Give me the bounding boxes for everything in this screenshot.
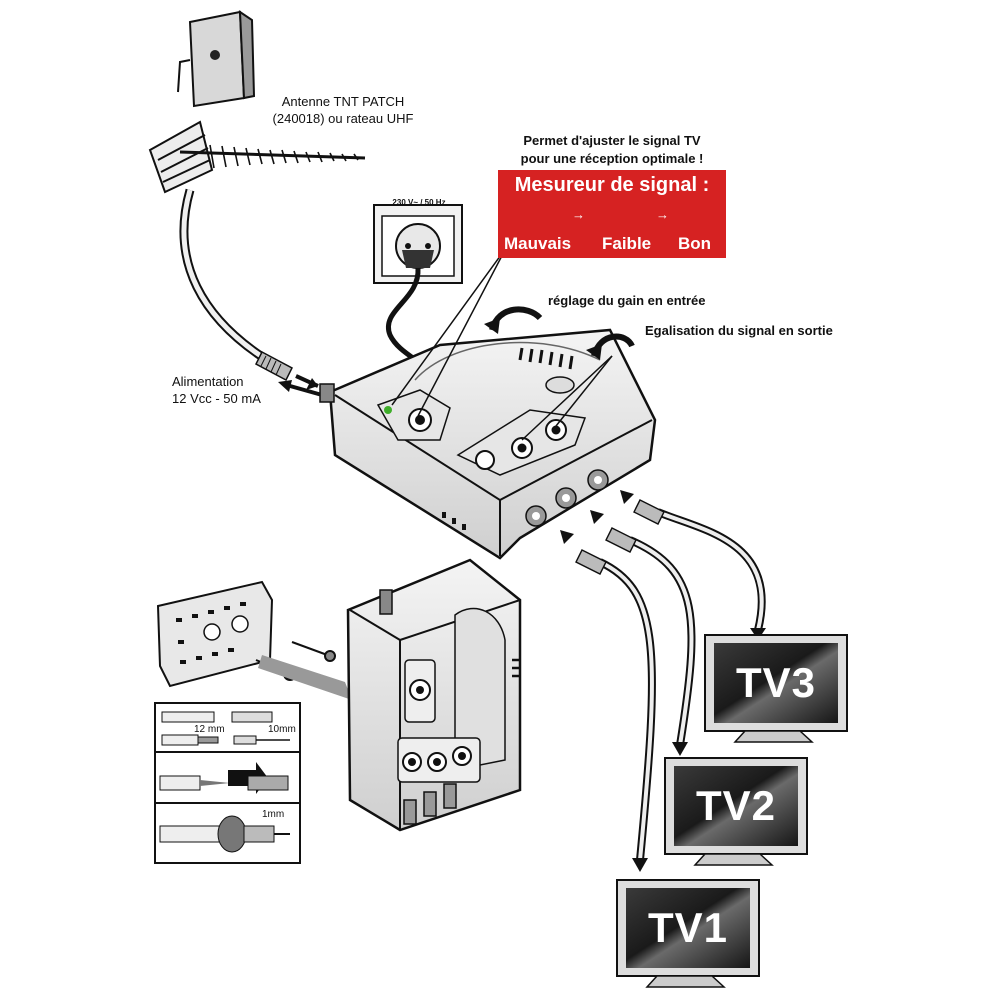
tv1-set bbox=[616, 879, 760, 988]
wall-bracket bbox=[156, 580, 274, 688]
arrow-1-icon: → bbox=[572, 207, 585, 222]
socket-label: 230 V~ / 50 Hz bbox=[392, 198, 446, 207]
tv3-label: TV3 bbox=[736, 659, 817, 706]
antenna-cable bbox=[179, 188, 278, 369]
status-led bbox=[384, 406, 392, 414]
arrow-2-icon: → bbox=[656, 207, 669, 222]
meter-heading-line2: pour une réception optimale ! bbox=[520, 151, 704, 166]
strip-measure-12mm: 12 mm bbox=[194, 724, 225, 735]
tv3-set bbox=[704, 634, 848, 743]
strip-instructions bbox=[154, 702, 301, 864]
wall-socket bbox=[373, 204, 463, 284]
mount-arrow bbox=[258, 655, 352, 700]
tv2-label: TV2 bbox=[696, 782, 777, 829]
state-good-label: Bon bbox=[678, 234, 712, 253]
antenna-label-line2: (240018) ou rateau UHF bbox=[272, 111, 414, 126]
meter-heading: Permet d'ajuster le signal TV pour une r… bbox=[498, 132, 726, 168]
equalization-callout: Egalisation du signal en sortie bbox=[645, 323, 833, 338]
yagi-antenna bbox=[148, 120, 366, 194]
strip-measure-1mm: 1mm bbox=[262, 809, 285, 820]
power-callout: Alimentation 12 Vcc - 50 mA bbox=[172, 373, 261, 407]
power-callout-line2: 12 Vcc - 50 mA bbox=[172, 391, 261, 406]
antenna-label-line1: Antenne TNT PATCH bbox=[281, 94, 405, 109]
strip-measure-10mm: 10mm bbox=[268, 724, 296, 735]
amplifier-side-view bbox=[346, 558, 522, 832]
state-weak-label: Faible bbox=[602, 234, 652, 253]
gain-callout: réglage du gain en entrée bbox=[548, 293, 706, 308]
meter-heading-line1: Permet d'ajuster le signal TV bbox=[523, 133, 701, 148]
signal-meter-panel: Mesureur de signal : Mauvais Faible Bon … bbox=[498, 170, 726, 258]
power-callout-line1: Alimentation bbox=[172, 374, 244, 389]
patch-antenna bbox=[177, 10, 256, 108]
signal-meter-title: Mesureur de signal : bbox=[514, 174, 710, 196]
f-connector bbox=[255, 350, 293, 382]
tv1-label: TV1 bbox=[648, 904, 729, 951]
tv2-set bbox=[664, 757, 808, 866]
antenna-label: Antenne TNT PATCH (240018) ou rateau UHF bbox=[258, 93, 428, 127]
state-bad-label: Mauvais bbox=[504, 234, 572, 253]
amplifier-unit bbox=[319, 328, 657, 560]
tv-cables bbox=[560, 490, 766, 872]
